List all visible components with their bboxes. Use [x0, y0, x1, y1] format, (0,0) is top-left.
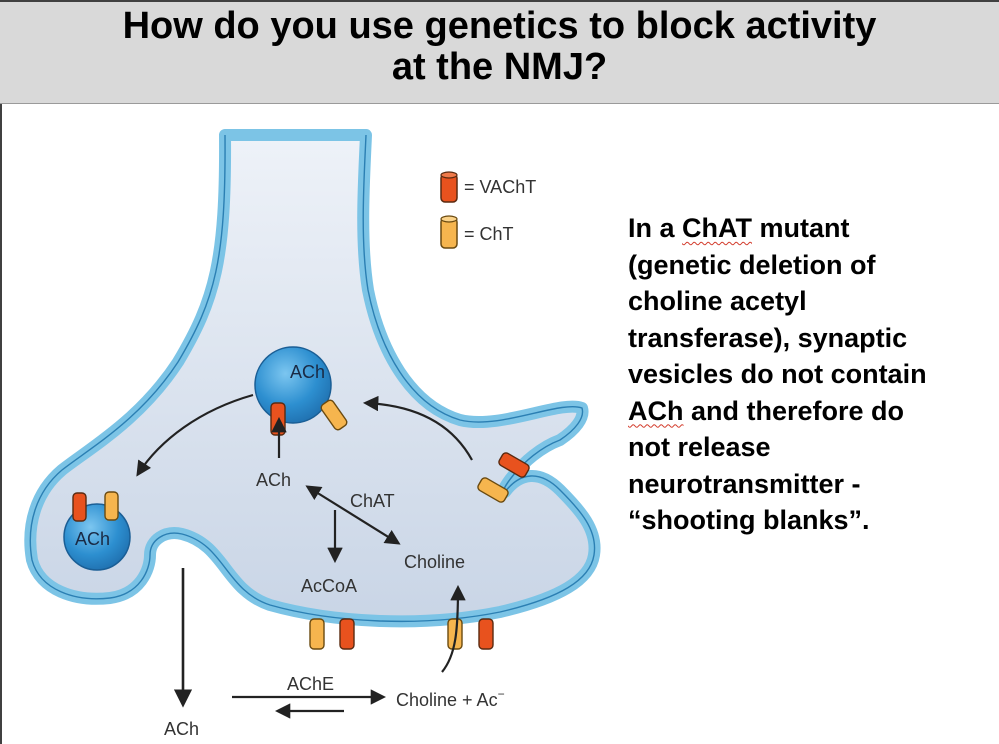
slide-title-line-2: at the NMJ?: [391, 46, 608, 88]
docked-vacht-transporter: [72, 492, 87, 522]
explanation-text: In a ChAT mutant (genetic deletion of ch…: [628, 210, 990, 539]
explanation-line-1: In a ChAT mutant: [628, 213, 850, 243]
explanation-line-6: ACh and therefore do: [628, 395, 905, 426]
docked-cht-transporter: [104, 491, 119, 521]
filled-vesicle: ACh: [254, 346, 348, 436]
vesicle-cht-transporter: [320, 399, 348, 431]
membrane-vacht-right: [498, 452, 530, 478]
legend-vacht-label: = VAChT: [464, 177, 536, 197]
explanation-line-4: transferase), synaptic: [628, 322, 908, 353]
legend: = VAChT = ChT: [440, 171, 536, 249]
explanation-line-8: neurotransmitter -: [628, 468, 861, 499]
arrow-choline-reuptake: [441, 584, 466, 673]
ache-label: AChE: [287, 674, 334, 694]
legend-cht-label: = ChT: [464, 224, 514, 244]
explanation-line-2: (genetic deletion of: [628, 249, 876, 280]
explanation-line-7: not release: [628, 432, 771, 462]
ach-cleft-label: ACh: [164, 719, 199, 739]
slide-title-line-1: How do you use genetics to block activit…: [122, 5, 877, 47]
ach-cytosol-label: ACh: [256, 470, 291, 490]
title-bar: How do you use genetics to block activit…: [0, 0, 999, 104]
nmj-diagram: = VAChT = ChT ACh ACh: [24, 129, 601, 739]
ach-term: ACh: [628, 395, 684, 426]
docked-vesicle-ach-label: ACh: [75, 529, 110, 549]
explanation-line-9: “shooting blanks”.: [628, 505, 870, 535]
explanation-line-5: vesicles do not contain: [628, 359, 927, 389]
slide-left-border: [0, 104, 2, 744]
docked-vesicle: ACh: [63, 491, 131, 571]
chat-label: ChAT: [350, 491, 395, 511]
membrane-vacht-bottom-left: [339, 618, 355, 650]
cht-legend-icon: [440, 215, 458, 249]
slide-title: How do you use genetics to block activit…: [0, 6, 999, 88]
choline-ac-label: Choline + Ac−: [396, 687, 505, 710]
arrow-reuptake-to-vesicle: [362, 395, 473, 461]
arrow-chat-reaction: [305, 485, 401, 545]
choline-label: Choline: [404, 552, 465, 572]
chat-term: ChAT: [682, 213, 752, 243]
membrane-vacht-bottom-right: [478, 618, 494, 650]
vacht-legend-icon: [440, 171, 458, 203]
pathway-arrows: [136, 393, 473, 719]
arrow-vesicle-to-docking: [136, 393, 254, 477]
accoa-label: AcCoA: [301, 576, 357, 596]
membrane-cht-right: [477, 477, 509, 503]
membrane-cht-bottom-left: [309, 618, 325, 650]
explanation-line-3: choline acetyl: [628, 286, 807, 316]
vesicle-ach-label: ACh: [290, 362, 325, 382]
